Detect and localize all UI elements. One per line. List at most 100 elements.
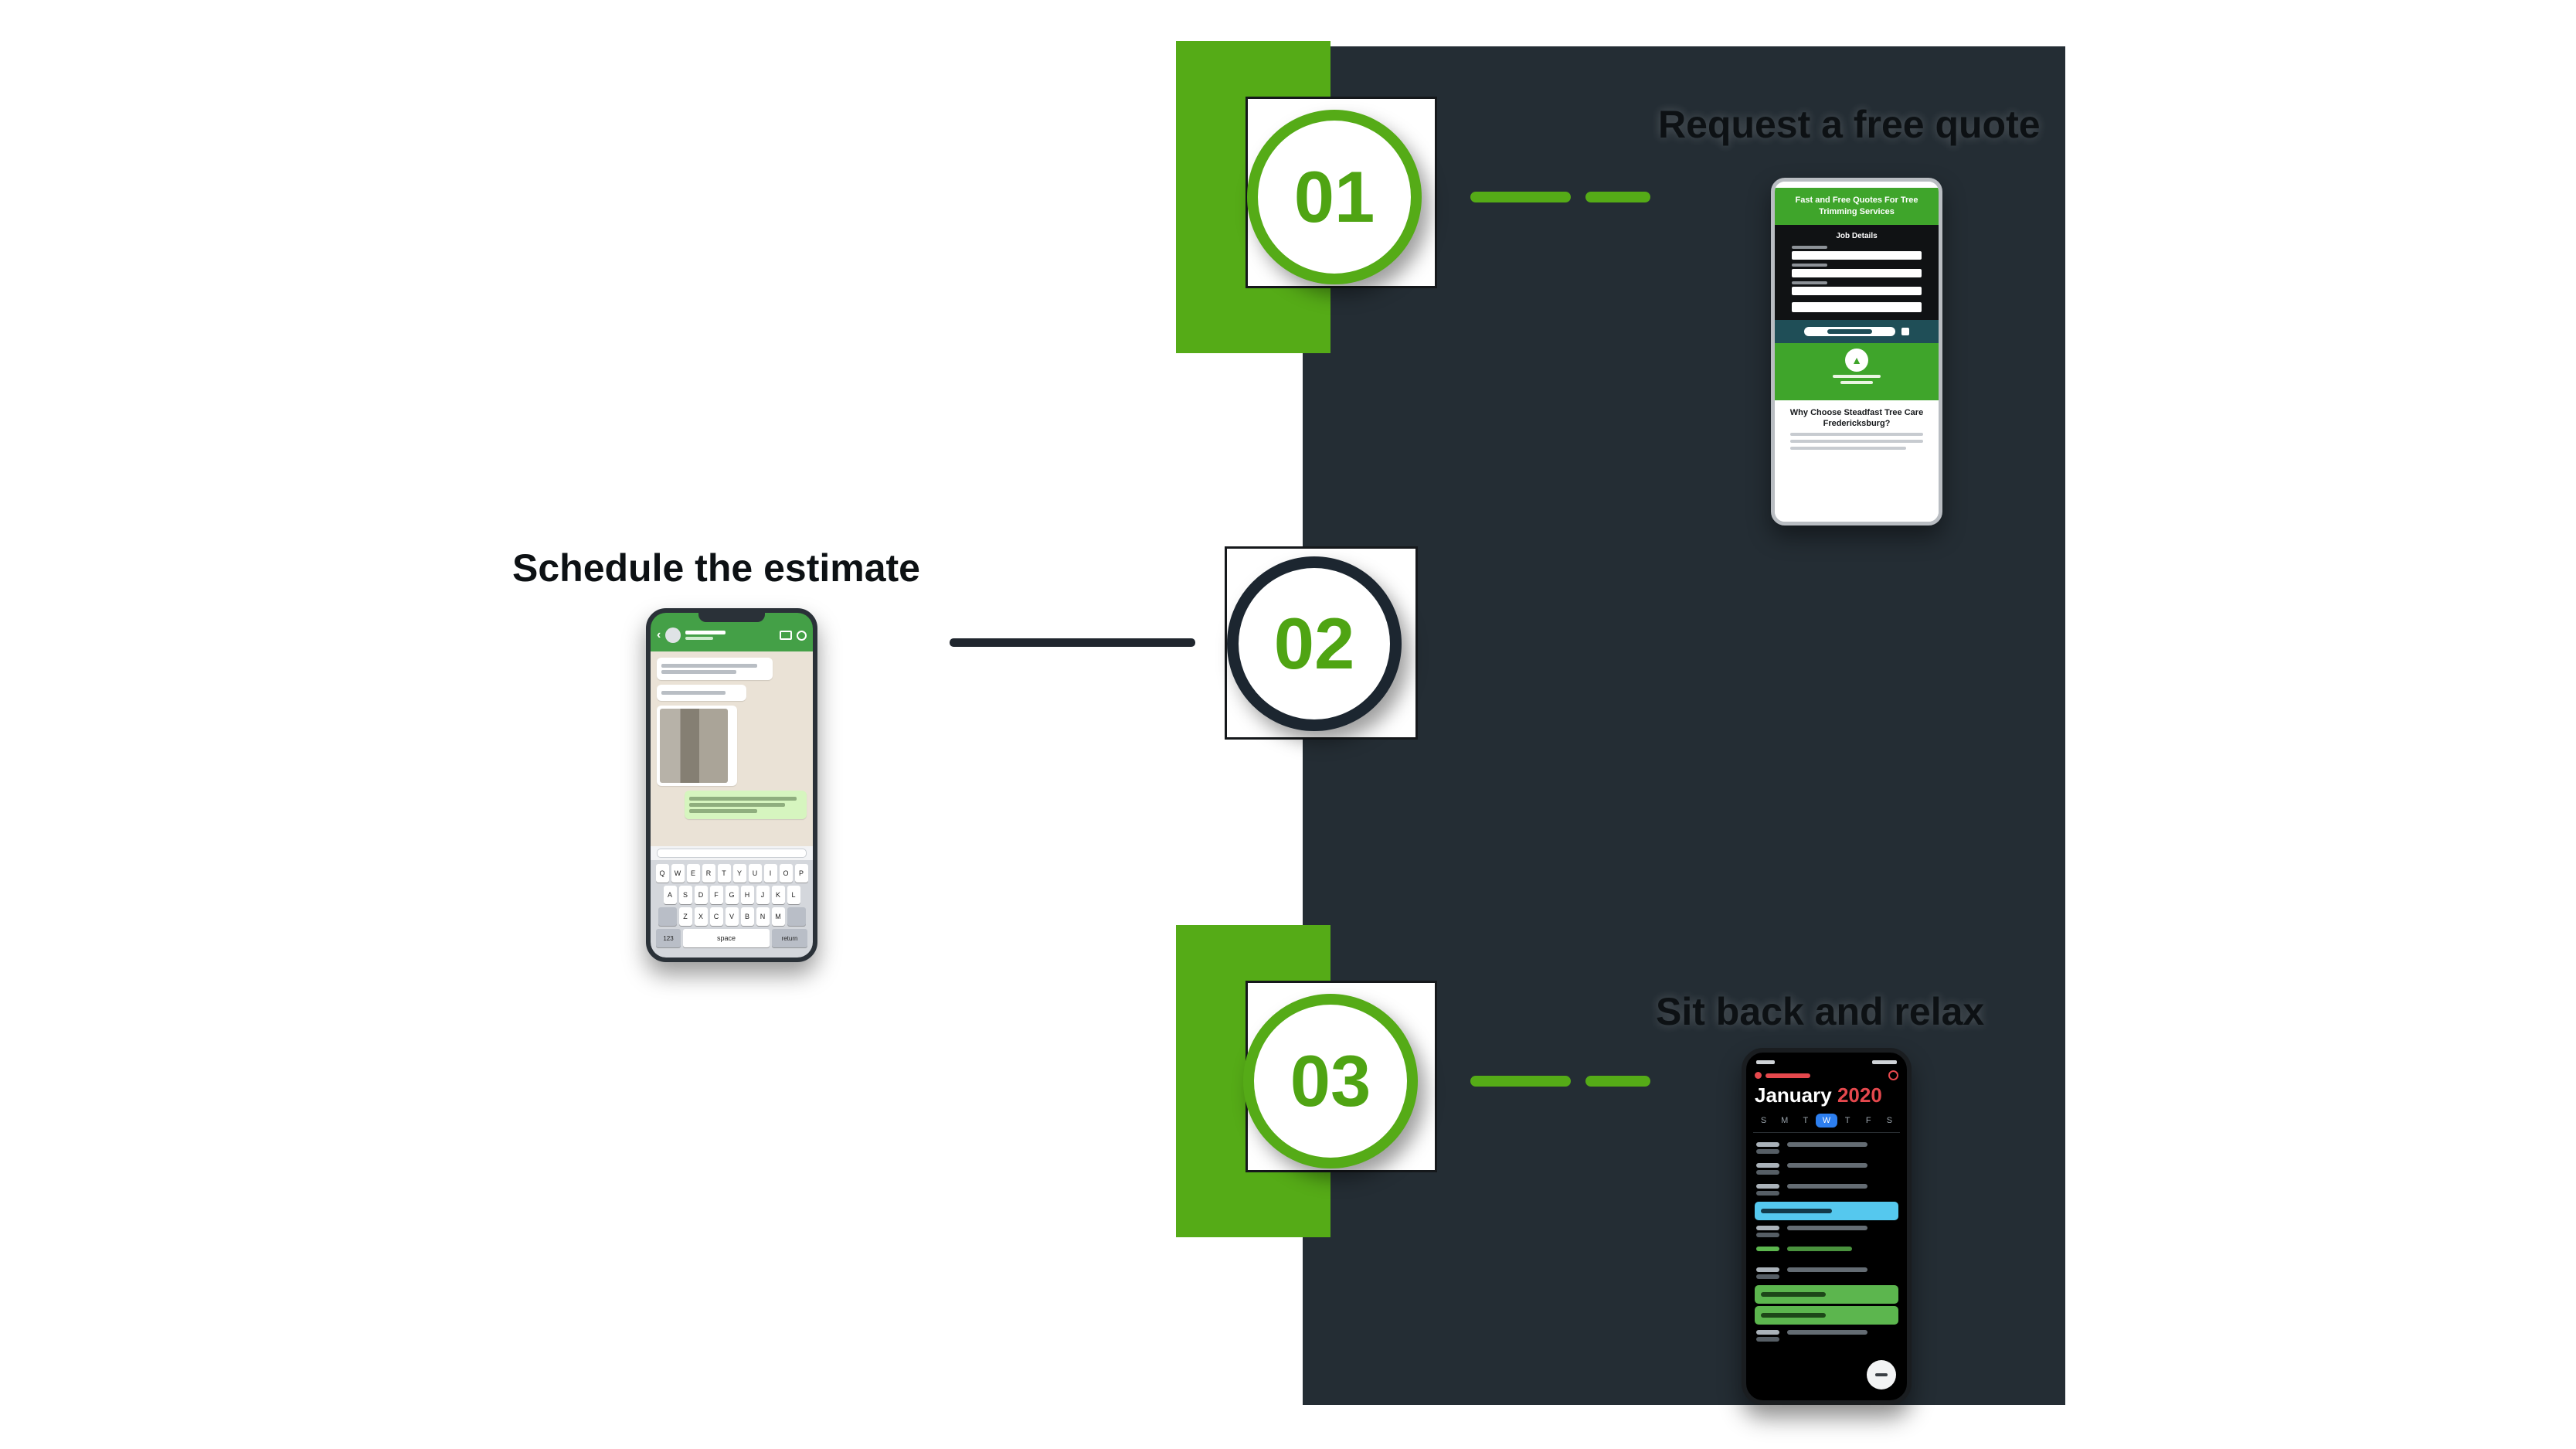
text-field-placeholder (1792, 286, 1922, 295)
contact-status-placeholder (685, 637, 714, 640)
step1-connector-dash (1585, 192, 1650, 202)
key: U (748, 864, 762, 883)
add-event-button (1867, 1360, 1896, 1389)
progress-pill-fill (1827, 328, 1872, 334)
text-field-placeholder (1792, 250, 1922, 260)
step1-title: Request a free quote (1658, 103, 2041, 146)
cal-row (1755, 1223, 1898, 1241)
key: C (709, 907, 723, 926)
quote-footer-heading: Why Choose Steadfast Tree Care Frederick… (1789, 407, 1924, 428)
paragraph-line-placeholder (1790, 447, 1906, 451)
month-label: January (1755, 1083, 1832, 1107)
paragraph-line-placeholder (1790, 433, 1923, 437)
message-input-row (651, 846, 813, 860)
event-list (1753, 1132, 1900, 1345)
contact-avatar (665, 628, 681, 643)
header-icons (780, 630, 807, 641)
step3-number-badge: 03 (1243, 994, 1418, 1168)
message-text-placeholder (689, 809, 757, 813)
brand-text-placeholder (1833, 374, 1881, 378)
key: N (756, 907, 770, 926)
progress-strip (1775, 319, 1939, 343)
step3-connector-dash (1585, 1076, 1650, 1087)
status-bar (1753, 1059, 1900, 1064)
wd: M (1781, 1116, 1789, 1125)
key: I (763, 864, 777, 883)
chat-message-area (651, 651, 813, 846)
wd: S (1886, 1116, 1893, 1125)
brand-text-placeholder (1840, 380, 1873, 384)
contact-name-placeholder (685, 631, 726, 634)
cal-row (1755, 1285, 1898, 1304)
tree-logo-icon: ▲ (1845, 348, 1868, 372)
key: S (678, 886, 692, 904)
key: D (694, 886, 708, 904)
quote-form-title: Job Details (1836, 231, 1878, 240)
back-icon: ‹ (657, 628, 661, 641)
cal-row (1755, 1243, 1898, 1262)
message-text-placeholder (661, 664, 758, 668)
wd: T (1844, 1116, 1850, 1125)
tree-photo (660, 709, 728, 783)
video-call-icon (780, 631, 792, 640)
wd: W (1816, 1114, 1837, 1128)
key: X (694, 907, 708, 926)
photo-message-bubble (657, 706, 737, 786)
key: W (671, 864, 685, 883)
key: B (740, 907, 754, 926)
message-text-placeholder (661, 670, 736, 674)
key: G (725, 886, 739, 904)
return-key: return (772, 929, 807, 947)
key: O (779, 864, 793, 883)
chat-phone-mockup: ‹ (646, 608, 817, 962)
key: Q (655, 864, 669, 883)
status-icons-placeholder (1872, 1060, 1897, 1064)
key: A (663, 886, 677, 904)
wd: T (1803, 1116, 1809, 1125)
back-icon (1755, 1072, 1762, 1079)
key: J (756, 886, 770, 904)
step2-number-badge: 02 (1227, 556, 1402, 731)
field-label-placeholder (1792, 263, 1827, 267)
cal-row (1755, 1181, 1898, 1199)
backspace-key (787, 907, 806, 926)
cal-row (1755, 1264, 1898, 1283)
step3-connector-dash (1470, 1076, 1571, 1087)
search-icon (1888, 1070, 1898, 1080)
key: T (717, 864, 731, 883)
quote-form-header: Fast and Free Quotes For Tree Trimming S… (1775, 188, 1939, 225)
submit-button-placeholder (1792, 301, 1922, 312)
cal-row (1755, 1327, 1898, 1345)
shift-key (658, 907, 677, 926)
contact-name-block (685, 631, 726, 640)
cal-row (1755, 1306, 1898, 1325)
paragraph-line-placeholder (1790, 440, 1923, 444)
key: R (702, 864, 715, 883)
key: F (709, 886, 723, 904)
step3-title: Sit back and relax (1656, 990, 1985, 1033)
outgoing-message-bubble (685, 791, 807, 819)
keyboard-row-bottom: 123 space return (654, 929, 810, 947)
quote-form-phone-mockup: Fast and Free Quotes For Tree Trimming S… (1771, 178, 1942, 526)
field-label-placeholder (1792, 281, 1827, 284)
quote-footer: Why Choose Steadfast Tree Care Frederick… (1775, 400, 1939, 522)
key: M (771, 907, 785, 926)
step1-connector-dash (1470, 192, 1571, 202)
step2-title: Schedule the estimate (512, 546, 920, 590)
progress-pill (1804, 326, 1895, 336)
numbers-key: 123 (656, 929, 681, 947)
message-text-placeholder (689, 803, 786, 807)
calendar-nav-row (1755, 1070, 1898, 1080)
calendars-link-placeholder (1765, 1073, 1810, 1078)
key: E (686, 864, 700, 883)
wd: F (1865, 1116, 1871, 1125)
phone-notch (698, 613, 765, 622)
year-label: 2020 (1837, 1083, 1882, 1107)
tree-glyph: ▲ (1851, 353, 1862, 366)
quote-form-section: Job Details (1775, 224, 1939, 320)
